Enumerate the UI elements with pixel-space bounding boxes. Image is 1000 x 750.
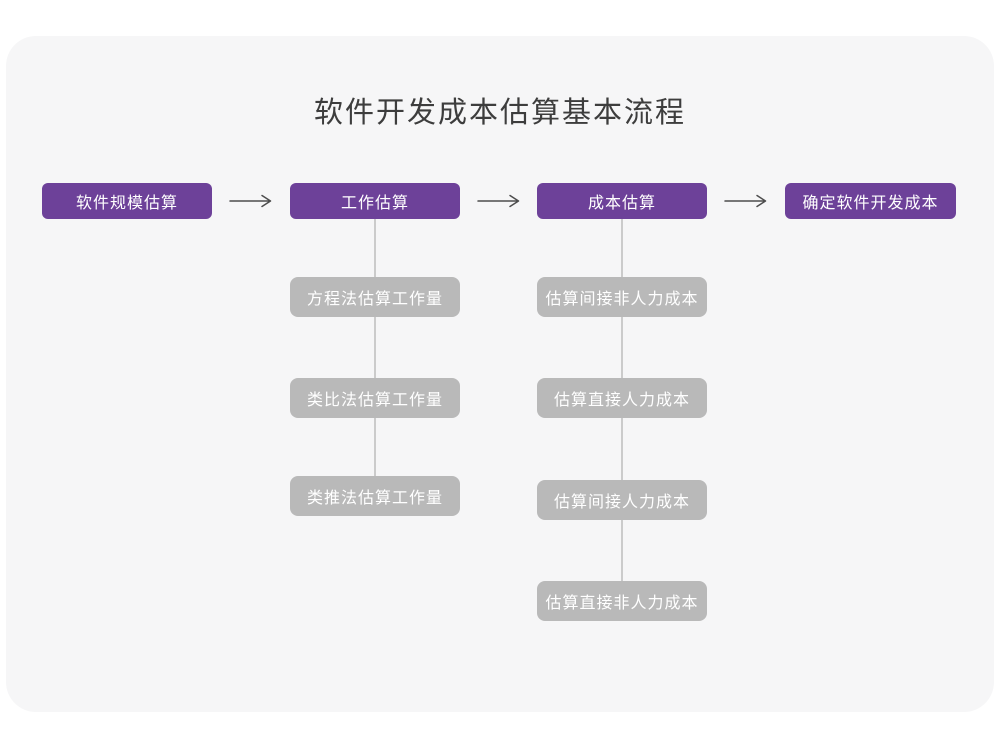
sub-node-indirect-labor-cost: 估算间接人力成本	[537, 480, 707, 520]
sub-node-analogy-method: 类比法估算工作量	[290, 378, 460, 418]
page-title: 软件开发成本估算基本流程	[313, 97, 686, 129]
flow-node-determine-software-dev-cost: 确定软件开发成本	[785, 183, 956, 219]
flowchart-canvas: 软件开发成本估算基本流程 软件规模估算 工作估算 成本估算 确定软件开发成本 方…	[6, 36, 994, 712]
flow-node-work-estimation: 工作估算	[290, 183, 460, 219]
flow-arrow-icon	[477, 194, 520, 208]
sub-node-extrapolation-method: 类推法估算工作量	[290, 476, 460, 516]
sub-node-direct-non-labor-cost: 估算直接非人力成本	[537, 581, 707, 621]
flow-node-cost-estimation: 成本估算	[537, 183, 707, 219]
flow-node-software-scale-estimation: 软件规模估算	[42, 183, 212, 219]
sub-node-indirect-non-labor-cost: 估算间接非人力成本	[537, 277, 707, 317]
sub-node-equation-method: 方程法估算工作量	[290, 277, 460, 317]
sub-node-direct-labor-cost: 估算直接人力成本	[537, 378, 707, 418]
connector-line	[374, 219, 376, 480]
flow-arrow-icon	[724, 194, 767, 208]
flow-arrow-icon	[229, 194, 272, 208]
